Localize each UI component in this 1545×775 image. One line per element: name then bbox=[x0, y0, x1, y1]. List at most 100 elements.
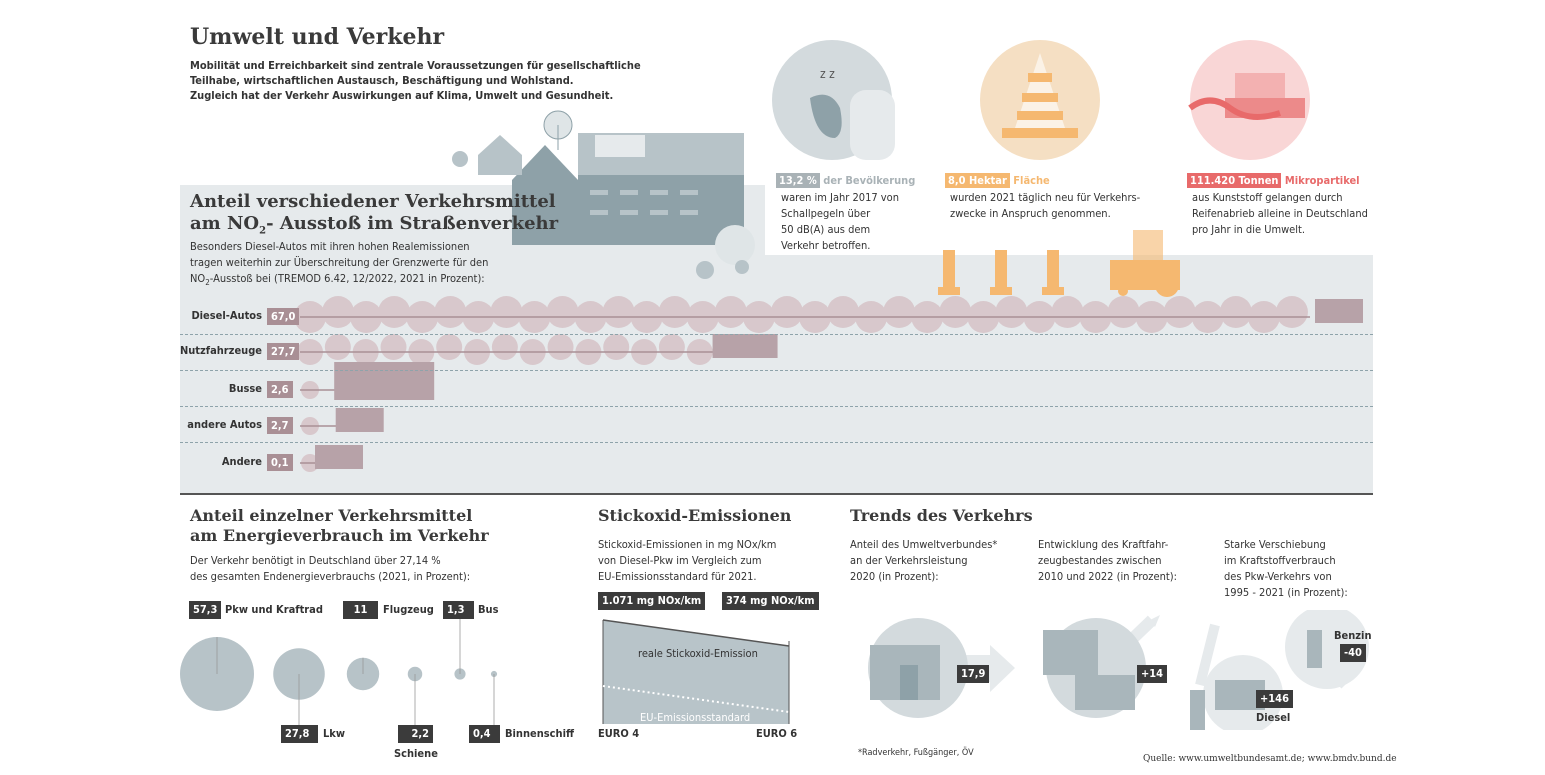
row-value: 2,7 bbox=[267, 417, 293, 434]
footnote: *Radverkehr, Fußgänger, ÖV bbox=[858, 748, 974, 758]
fact-label: Mikropartikel bbox=[1284, 174, 1360, 187]
t: zeugbestandes zwischen bbox=[1038, 554, 1162, 567]
exhaust-cloud bbox=[547, 334, 574, 360]
fact-head: 8,0 Hektar Fläche bbox=[945, 173, 1185, 189]
vehicle-icon bbox=[1315, 299, 1363, 323]
source: Quelle: www.umweltbundesamt.de; www.bmdv… bbox=[1143, 754, 1397, 764]
energy-label-pkw: Pkw und Kraftrad bbox=[225, 603, 323, 616]
row-label: Busse bbox=[228, 382, 262, 395]
trend2-desc: Entwicklung des Kraftfahr-zeugbestandes … bbox=[1038, 537, 1177, 585]
divider bbox=[180, 406, 1373, 407]
t: -Ausstoß bei (TREMOD 6.42, 12/2022, 2021… bbox=[209, 272, 485, 285]
eu-standard-label: EU-Emissionsstandard bbox=[640, 711, 751, 724]
fact-head: 13,2 % der Bevölkerung bbox=[776, 173, 976, 189]
t: an der Verkehrsleistung bbox=[850, 554, 968, 567]
vehicle-icon bbox=[334, 362, 435, 400]
intro-line: Mobilität und Erreichbarkeit sind zentra… bbox=[190, 59, 641, 72]
exhaust-cloud bbox=[546, 296, 579, 328]
exhaust-cloud bbox=[602, 296, 635, 328]
exhaust-cloud bbox=[380, 334, 407, 360]
fact-value: 8,0 Hektar bbox=[945, 173, 1010, 188]
divider bbox=[180, 334, 1373, 335]
eu-standard-line bbox=[602, 685, 790, 713]
exhaust-cloud bbox=[603, 334, 630, 360]
intro-line: Teilhabe, wirtschaftlichen Austausch, Be… bbox=[190, 74, 574, 87]
divider bbox=[180, 370, 1373, 371]
exhaust-cloud bbox=[939, 296, 972, 328]
t: 2 bbox=[205, 278, 210, 288]
benzin-value: -40 bbox=[1340, 644, 1366, 662]
trend1-desc: Anteil des Umweltverbundes* an der Verkeh… bbox=[850, 537, 997, 585]
t: NO bbox=[190, 272, 206, 285]
t: wurden 2021 täglich neu für Verkehrs- bbox=[950, 191, 1141, 204]
page-title: Umwelt und Verkehr bbox=[190, 24, 445, 50]
trend2-value: +14 bbox=[1137, 665, 1168, 683]
fact-microparticles: 111.420 Tonnen Mikropartikel aus Kunstst… bbox=[1187, 173, 1387, 238]
fact-area: 8,0 Hektar Fläche wurden 2021 täglich ne… bbox=[945, 173, 1185, 222]
top-illustrations: z z bbox=[772, 40, 1310, 160]
nox-title: Stickoxid-Emissionen bbox=[598, 506, 792, 525]
divider bbox=[180, 442, 1373, 443]
t: 1995 - 2021 (in Prozent): bbox=[1224, 586, 1348, 599]
fact-text: wurden 2021 täglich neu für Verkehrs-zwe… bbox=[945, 190, 1185, 222]
exhaust-cloud bbox=[995, 296, 1028, 328]
t: im Kraftstoffverbrauch bbox=[1224, 554, 1336, 567]
t: Der Verkehr benötigt in Deutschland über… bbox=[190, 554, 441, 567]
exhaust-cloud bbox=[658, 334, 685, 360]
row-value: 67,0 bbox=[267, 308, 300, 325]
energy-value-binnenschiff: 0,4 bbox=[469, 725, 500, 743]
exhaust-cloud bbox=[434, 296, 467, 328]
t: 2010 und 2022 (in Prozent): bbox=[1038, 570, 1177, 583]
fact-label: der Bevölkerung bbox=[823, 174, 916, 187]
t: am NO bbox=[190, 213, 260, 234]
no2-chart bbox=[294, 296, 1363, 472]
t: Besonders Diesel-Autos mit ihren hohen R… bbox=[190, 240, 470, 253]
no2-title-line: Anteil verschiedener Verkehrsmittel bbox=[190, 191, 556, 212]
exhaust-cloud bbox=[1163, 296, 1196, 328]
energy-label-schiene: Schiene bbox=[394, 747, 438, 760]
t: NO2-Ausstoß bei (TREMOD 6.42, 12/2022, 2… bbox=[190, 271, 488, 291]
x-label-euro6: EURO 6 bbox=[756, 727, 798, 740]
exhaust-cloud bbox=[491, 334, 518, 360]
real-emission-label: reale Stickoxid-Emission bbox=[638, 647, 758, 660]
energy-label-lkw: Lkw bbox=[323, 727, 346, 740]
trends-title: Trends des Verkehrs bbox=[850, 506, 1033, 525]
nox-chart bbox=[602, 619, 790, 724]
city-illustration bbox=[452, 110, 755, 279]
exhaust-cloud bbox=[322, 296, 355, 328]
energy-value-flugzeug: 11 bbox=[343, 601, 378, 619]
exhaust-cloud bbox=[883, 296, 916, 328]
t: Anteil des Umweltverbundes* bbox=[850, 538, 998, 551]
no2-title-line: am NO2- Ausstoß im Straßenverkehr bbox=[190, 213, 558, 243]
t: 50 dB(A) aus dem bbox=[781, 223, 871, 236]
t: Verkehr betroffen. bbox=[781, 239, 871, 252]
vehicle-icon bbox=[335, 408, 384, 432]
t: zwecke in Anspruch genommen. bbox=[950, 207, 1111, 220]
nox-euro4-value: 1.071 mg NOx/km bbox=[598, 592, 706, 610]
construction-illustration bbox=[938, 230, 1180, 297]
t: EU-Emissionsstandard für 2021. bbox=[598, 570, 757, 583]
exhaust-cloud bbox=[770, 296, 803, 328]
nox-euro6-value: 374 mg NOx/km bbox=[722, 592, 819, 610]
vehicle-icon bbox=[315, 445, 363, 469]
exhaust-cloud bbox=[324, 334, 351, 360]
t: pro Jahr in die Umwelt. bbox=[1192, 223, 1306, 236]
intro-line: Zugleich hat der Verkehr Auswirkungen au… bbox=[190, 89, 614, 102]
energy-value-schiene: 2,2 bbox=[398, 725, 433, 743]
fact-value: 13,2 % bbox=[776, 173, 820, 188]
exhaust-cloud bbox=[1051, 296, 1084, 328]
real-emission-area bbox=[603, 620, 789, 724]
x-label-euro4: EURO 4 bbox=[598, 727, 640, 740]
row-label: Andere bbox=[221, 455, 262, 468]
t: Reifenabrieb alleine in Deutschland bbox=[1192, 207, 1368, 220]
svg-text:z z: z z bbox=[820, 67, 835, 81]
benzin-label: Benzin bbox=[1334, 629, 1372, 642]
energy-label-binnenschiff: Binnenschiff bbox=[505, 727, 574, 740]
exhaust-cloud bbox=[1275, 296, 1308, 328]
t: von Diesel-Pkw im Vergleich zum bbox=[598, 554, 762, 567]
row-value: 0,1 bbox=[267, 454, 293, 471]
energy-desc: Der Verkehr benötigt in Deutschland über… bbox=[190, 553, 470, 585]
